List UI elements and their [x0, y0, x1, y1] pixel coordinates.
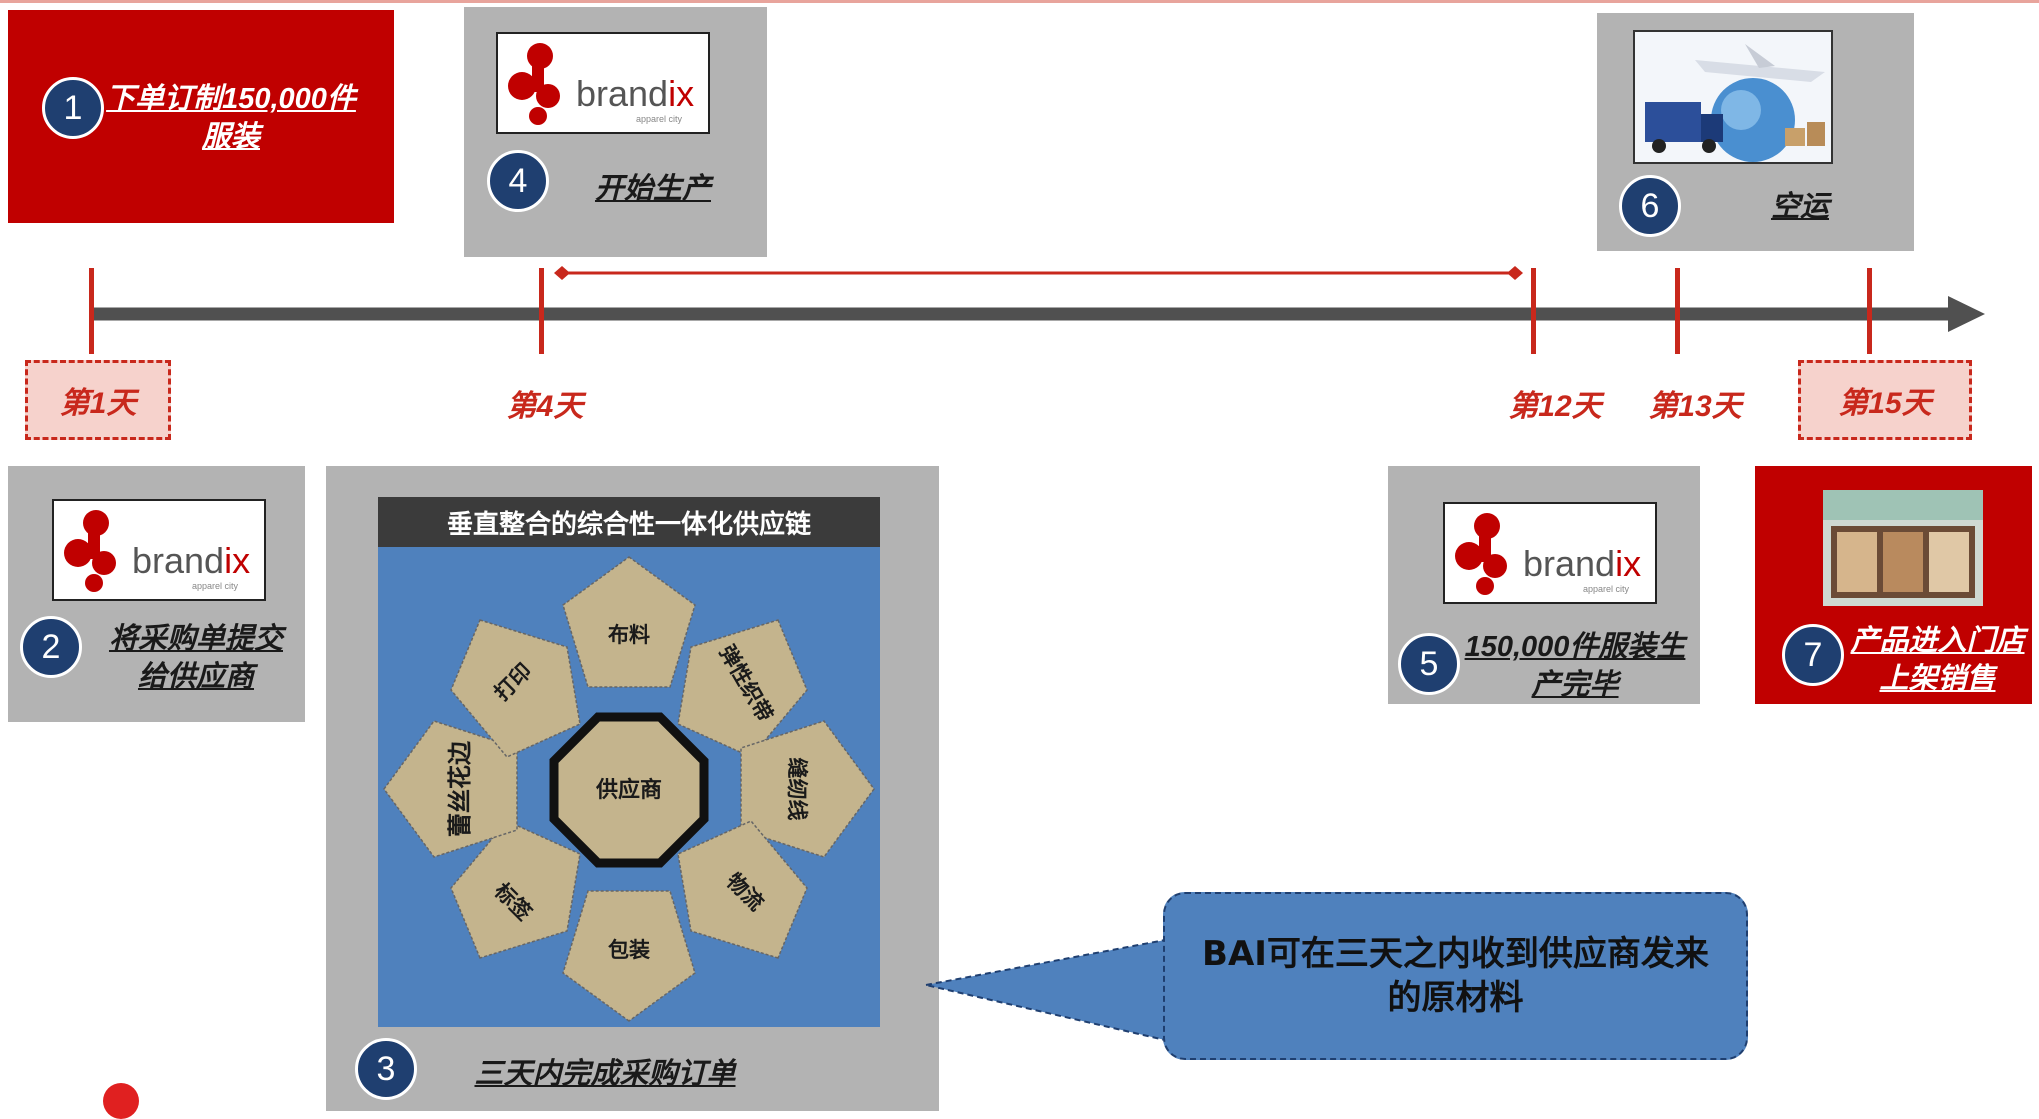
callout-box: BAI可在三天之内收到供应商发来的原材料 [1163, 892, 1748, 1060]
supply-chain-header: 垂直整合的综合性一体化供应链 [378, 497, 880, 547]
center-label: 供应商 [595, 777, 662, 803]
svg-text:brandix: brandix [576, 73, 694, 114]
step3-number: 3 [355, 1038, 417, 1100]
petal-right: 缝纫线 [740, 720, 875, 858]
airplane-truck-icon [1635, 32, 1831, 162]
tick-day12 [1531, 268, 1536, 354]
step5-number: 5 [1398, 633, 1460, 695]
callout-pointer [925, 938, 1166, 1042]
day12-label: 第12天 [1508, 390, 1602, 423]
tick-day15 [1867, 268, 1872, 354]
day15-label: 第15天 [1838, 387, 1932, 420]
span-diamond-left [554, 266, 570, 280]
timeline-arrowhead [1948, 296, 1985, 332]
brandix-logo-2: brandix apparel city [52, 499, 266, 601]
petal-left: 蕾丝花边 [383, 720, 518, 858]
brandix-logo-icon: brandix apparel city [508, 43, 694, 125]
petal-label-lace: 蕾丝花边 [446, 740, 474, 837]
petal-label-fabric: 布料 [608, 623, 650, 647]
tick-day4 [539, 268, 544, 354]
petal-top-left: 打印 [450, 619, 581, 758]
callout-text: BAI可在三天之内收到供应商发来的原材料 [1202, 934, 1709, 1018]
brandix-logo-icon: brandix apparel city [1455, 513, 1641, 595]
decorative-dot [103, 1083, 139, 1119]
supply-chain-diagram: 布料 弹性织带 缝纫线 物流 包装 标签 蕾丝花边 打印 [378, 547, 880, 1027]
petal-bottom-right: 物流 [677, 820, 808, 959]
brandix-logo-icon: brandix apparel city [64, 510, 250, 592]
day15-box: 第15天 [1798, 360, 1972, 440]
step6-label: 空运 [1770, 191, 1829, 223]
svg-text:apparel city: apparel city [1583, 584, 1630, 594]
day1-label: 第1天 [59, 387, 137, 420]
storefront-icon [1823, 490, 1983, 606]
store-image [1823, 490, 1983, 606]
tick-day13 [1675, 268, 1680, 354]
step1-label: 下单订制150,000件服装 [106, 83, 356, 153]
step4-label: 开始生产 [594, 173, 711, 205]
supply-chain-title: 垂直整合的综合性一体化供应链 [446, 509, 811, 540]
svg-text:apparel city: apparel city [636, 114, 683, 124]
step5-label: 150,000件服装生产完毕 [1464, 631, 1686, 701]
step4-number: 4 [487, 150, 549, 212]
svg-text:brandix: brandix [1523, 543, 1641, 584]
petal-bottom: 包装 [562, 890, 696, 1022]
brandix-logo-4: brandix apparel city [496, 32, 710, 134]
day13-label: 第13天 [1648, 390, 1742, 423]
timeline [90, 266, 1985, 332]
step2-label: 将采购单提交给供应商 [108, 623, 283, 693]
center-octagon [549, 712, 709, 868]
petal-top-right: 弹性织带 [677, 619, 808, 758]
petal-label-thread: 缝纫线 [785, 758, 809, 821]
petal-top: 布料 [562, 556, 696, 688]
svg-text:brandix: brandix [132, 540, 250, 581]
step7-label: 产品进入门店上架销售 [1850, 625, 2025, 695]
airfreight-image [1633, 30, 1833, 164]
step3-label: 三天内完成采购订单 [474, 1058, 736, 1090]
brandix-logo-5: brandix apparel city [1443, 502, 1657, 604]
svg-text:apparel city: apparel city [192, 581, 239, 591]
petal-bottom-left: 标签 [450, 820, 581, 959]
tick-day1 [89, 268, 94, 354]
top-rule [0, 0, 2039, 3]
day1-box: 第1天 [25, 360, 171, 440]
step7-number: 7 [1782, 624, 1844, 686]
day4-label: 第4天 [506, 390, 584, 423]
step2-number: 2 [20, 616, 82, 678]
supply-chain-flower: 布料 弹性织带 缝纫线 物流 包装 标签 蕾丝花边 打印 [383, 556, 875, 1022]
step6-number: 6 [1619, 175, 1681, 237]
step1-number: 1 [42, 77, 104, 139]
span-diamond-right [1507, 266, 1523, 280]
petal-label-packaging: 包装 [608, 938, 650, 962]
